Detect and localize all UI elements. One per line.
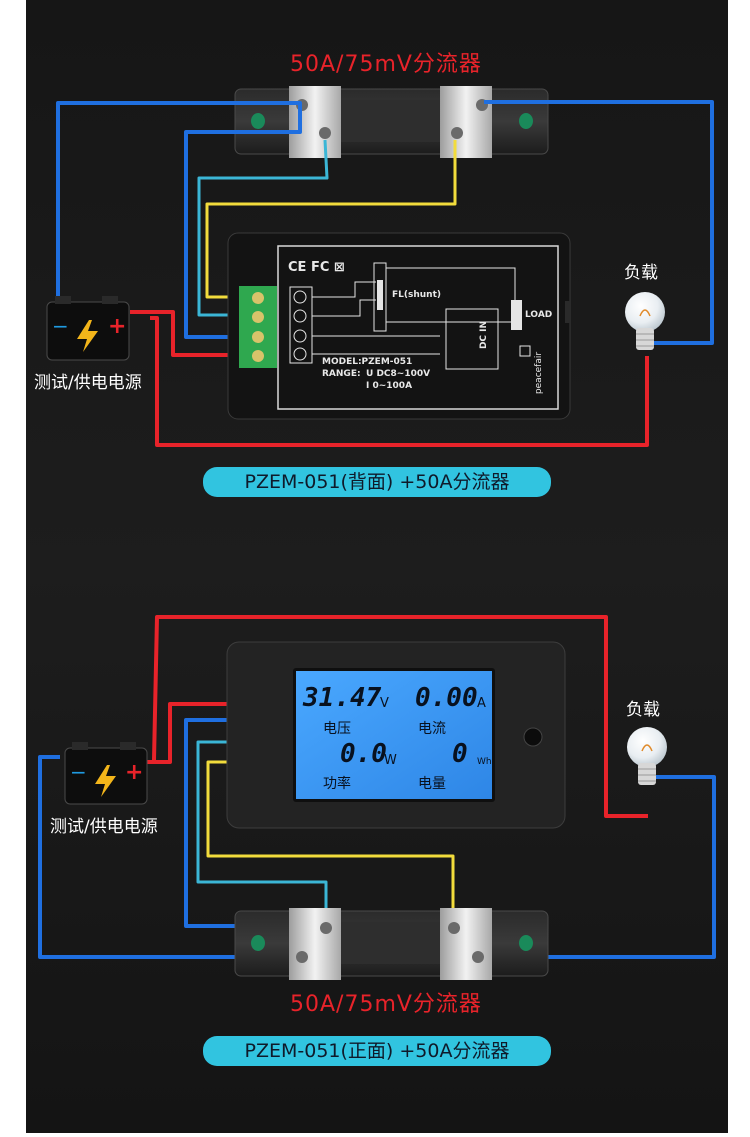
lcd-voltage-value: 31.47 — [303, 683, 382, 713]
lcd-voltage-caption: 电压 — [323, 721, 351, 737]
lcd-current-unit: A — [477, 696, 486, 711]
top-battery-icon: − + — [46, 296, 130, 361]
lcd-screen — [296, 671, 492, 799]
svg-text:−: − — [70, 760, 87, 784]
dc-in-label: DC IN — [479, 320, 490, 350]
range-voltage: U DC8~100V — [366, 369, 431, 379]
svg-text:+: + — [125, 760, 143, 785]
lcd-power-unit: W — [384, 753, 397, 768]
top-caption-pill: PZEM-051(背面) +50A分流器 — [203, 467, 551, 497]
top-wires — [56, 100, 714, 447]
lcd-power-value: 0.0 — [340, 739, 387, 769]
bottom-caption-pill: PZEM-051(正面) +50A分流器 — [203, 1036, 551, 1066]
top-shunt — [234, 86, 549, 158]
meter-front — [226, 641, 566, 829]
brand-label: peacefair — [534, 351, 545, 395]
lcd-voltage-unit: V — [380, 696, 389, 711]
svg-text:+: + — [108, 314, 126, 339]
lcd-energy-value: 0 — [452, 739, 468, 769]
lcd-energy-unit: Wh — [477, 757, 492, 767]
fl-shunt-label: FL(shunt) — [392, 290, 441, 300]
bottom-shunt — [234, 908, 549, 980]
bottom-battery-icon: − + — [64, 742, 148, 805]
load-terminal-label: LOAD — [525, 310, 553, 320]
model-label: MODEL:PZEM-051 — [322, 357, 413, 367]
meter-back — [227, 232, 571, 420]
range-label: RANGE: — [322, 369, 361, 379]
bottom-shunt-label: 50A/75mV分流器 — [290, 992, 482, 1017]
top-supply-label: 测试/供电电源 — [34, 373, 142, 393]
lcd-current-value: 0.00 — [415, 683, 478, 713]
reset-button[interactable] — [523, 727, 543, 747]
certification-marks: CE FC ⊠ — [288, 260, 345, 275]
lcd-energy-caption: 电量 — [418, 776, 446, 792]
lcd-current-caption: 电流 — [418, 721, 446, 737]
bottom-wires — [38, 615, 716, 959]
range-current: I 0~100A — [366, 381, 413, 391]
top-bulb-icon — [625, 292, 665, 350]
bottom-supply-label: 测试/供电电源 — [50, 817, 158, 837]
top-shunt-label: 50A/75mV分流器 — [290, 52, 482, 77]
top-load-label: 负载 — [624, 263, 658, 283]
bottom-bulb-icon — [627, 727, 667, 785]
bottom-load-label: 负载 — [626, 700, 660, 720]
lcd-power-caption: 功率 — [323, 776, 351, 792]
svg-text:−: − — [52, 314, 69, 338]
